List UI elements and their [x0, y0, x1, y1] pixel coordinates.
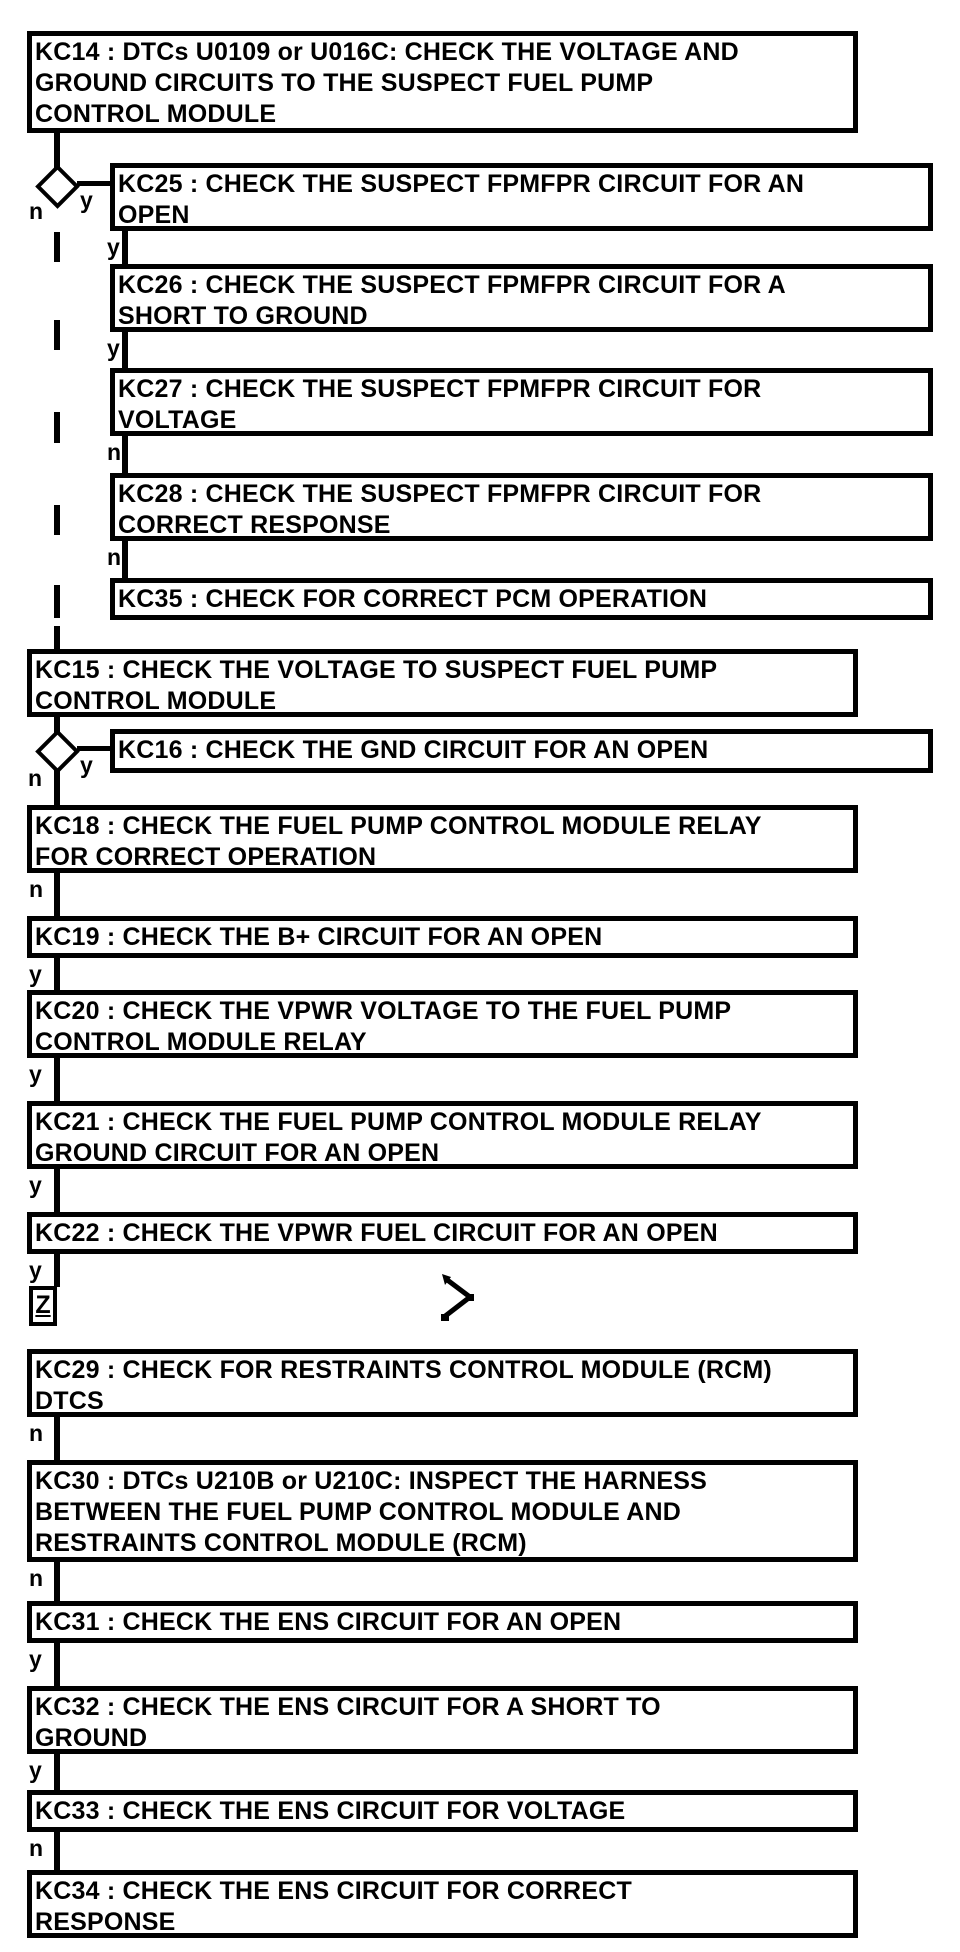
node-kc20: KC20 : CHECK THE VPWR VOLTAGE TO THE FUE… — [27, 990, 858, 1058]
node-kc26: KC26 : CHECK THE SUSPECT FPMFPR CIRCUIT … — [110, 264, 933, 332]
branch-label-yes: y — [29, 1257, 42, 1283]
connector-kc28-kc35 — [122, 541, 128, 578]
connector-kc33-kc34 — [54, 1832, 60, 1870]
connector-kc22-z — [54, 1254, 60, 1287]
branch-label-yes: y — [29, 1061, 42, 1087]
branch-label-yes: y — [29, 961, 42, 987]
node-kc32: KC32 : CHECK THE ENS CIRCUIT FOR A SHORT… — [27, 1686, 858, 1754]
connector-kc15-decision — [54, 717, 60, 733]
connector-decision-kc18 — [54, 770, 60, 805]
node-kc15: KC15 : CHECK THE VOLTAGE TO SUSPECT FUEL… — [27, 649, 858, 717]
connector-dash — [54, 505, 60, 535]
node-kc19: KC19 : CHECK THE B+ CIRCUIT FOR AN OPEN — [27, 916, 858, 958]
branch-label-no: n — [29, 876, 44, 902]
node-kc25: KC25 : CHECK THE SUSPECT FPMFPR CIRCUIT … — [110, 163, 933, 231]
connector-dash — [54, 232, 60, 262]
node-kc18: KC18 : CHECK THE FUEL PUMP CONTROL MODUL… — [27, 805, 858, 873]
connector-kc32-kc33 — [54, 1754, 60, 1790]
node-kc34: KC34 : CHECK THE ENS CIRCUIT FOR CORRECT… — [27, 1870, 858, 1938]
connector-decision-kc16 — [77, 746, 110, 751]
connector-dash — [54, 626, 60, 649]
connector-kc30-kc31 — [54, 1562, 60, 1601]
branch-label-yes: y — [107, 335, 120, 361]
connector-kc19-kc20 — [54, 958, 60, 990]
connector-kc27-kc28 — [122, 436, 128, 473]
connector-kc18-kc19 — [54, 873, 60, 916]
branch-label-yes: y — [107, 234, 120, 260]
off-page-connector-z: Z — [29, 1286, 57, 1326]
node-kc31: KC31 : CHECK THE ENS CIRCUIT FOR AN OPEN — [27, 1601, 858, 1643]
branch-label-yes: y — [29, 1646, 42, 1672]
connector-kc14-decision — [54, 133, 60, 168]
node-kc33: KC33 : CHECK THE ENS CIRCUIT FOR VOLTAGE — [27, 1790, 858, 1832]
branch-label-yes: y — [29, 1172, 42, 1198]
connector-kc21-kc22 — [54, 1169, 60, 1212]
branch-label-no: n — [29, 1835, 44, 1861]
decision-diamond-kc14 — [35, 164, 80, 209]
branch-label-no: n — [107, 439, 122, 465]
node-kc35: KC35 : CHECK FOR CORRECT PCM OPERATION — [110, 578, 933, 620]
branch-label-no: n — [29, 1420, 44, 1446]
branch-label-no: n — [29, 198, 44, 224]
connector-kc29-kc30 — [54, 1417, 60, 1460]
branch-label-no: n — [107, 544, 122, 570]
continuation-arrow-icon — [441, 1274, 475, 1321]
branch-label-yes: y — [80, 752, 93, 778]
connector-decision-kc25 — [77, 181, 110, 186]
connector-kc31-kc32 — [54, 1643, 60, 1686]
connector-dash — [54, 320, 60, 350]
node-kc27: KC27 : CHECK THE SUSPECT FPMFPR CIRCUIT … — [110, 368, 933, 436]
connector-dash — [54, 412, 60, 443]
node-kc16: KC16 : CHECK THE GND CIRCUIT FOR AN OPEN — [110, 729, 933, 773]
node-kc28: KC28 : CHECK THE SUSPECT FPMFPR CIRCUIT … — [110, 473, 933, 541]
connector-kc20-kc21 — [54, 1058, 60, 1101]
node-kc29: KC29 : CHECK FOR RESTRAINTS CONTROL MODU… — [27, 1349, 858, 1417]
connector-kc25-kc26 — [122, 231, 128, 264]
node-kc30: KC30 : DTCs U210B or U210C: INSPECT THE … — [27, 1460, 858, 1562]
node-kc22: KC22 : CHECK THE VPWR FUEL CIRCUIT FOR A… — [27, 1212, 858, 1254]
branch-label-no: n — [29, 1565, 44, 1591]
branch-label-yes: y — [80, 187, 93, 213]
node-kc21: KC21 : CHECK THE FUEL PUMP CONTROL MODUL… — [27, 1101, 858, 1169]
branch-label-no: n — [28, 765, 43, 791]
branch-label-yes: y — [29, 1757, 42, 1783]
connector-dash — [54, 585, 60, 618]
node-kc14: KC14 : DTCs U0109 or U016C: CHECK THE VO… — [27, 31, 858, 133]
connector-kc26-kc27 — [122, 332, 128, 368]
